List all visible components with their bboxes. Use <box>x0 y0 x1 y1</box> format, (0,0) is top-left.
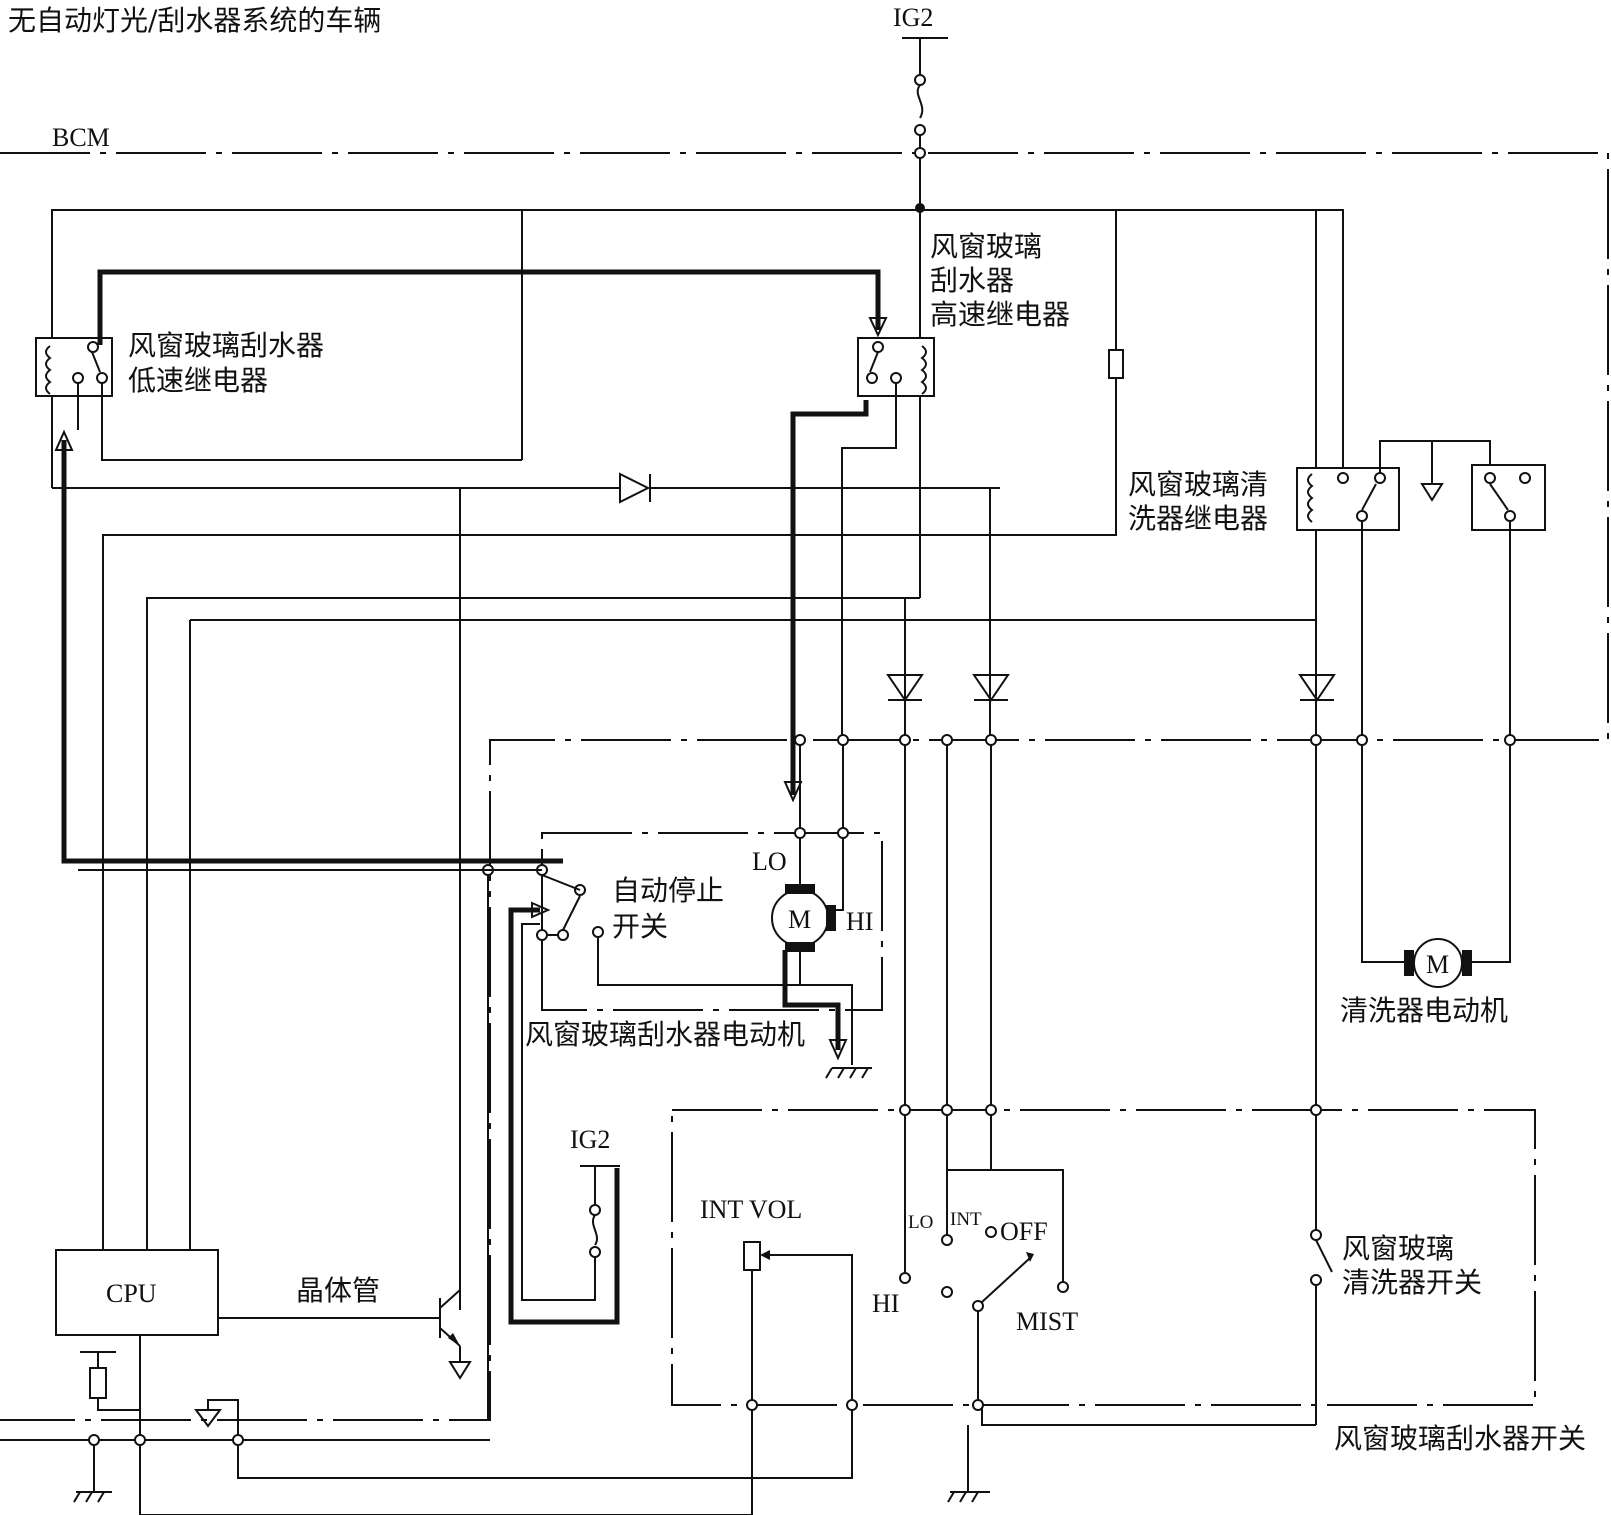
ig2-bottom-label: IG2 <box>570 1125 610 1154</box>
bcm-label: BCM <box>52 123 110 152</box>
diagram-title: 无自动灯光/刮水器系统的车辆 <box>8 4 381 37</box>
auto-stop-label-1: 自动停止 <box>612 874 724 907</box>
washer-switch-label-2: 清洗器开关 <box>1342 1266 1482 1299</box>
ig2-bottom-supply <box>521 923 620 1301</box>
washer-relay <box>1296 440 1546 740</box>
switch-hi-label: HI <box>872 1289 899 1318</box>
switch-off-label: OFF <box>1000 1217 1048 1246</box>
resistor <box>1108 349 1124 379</box>
high-relay-label-2: 刮水器 <box>930 264 1014 297</box>
washer-motor-symbol: M <box>1426 950 1449 979</box>
ig2-top-label: IG2 <box>893 3 933 32</box>
bcm-boundary <box>0 152 1609 1421</box>
high-speed-relay <box>146 208 935 1250</box>
wiper-switch-boundary <box>671 1109 1536 1406</box>
switch-feed-diodes <box>189 598 1336 1250</box>
wiper-motor <box>597 827 872 1079</box>
ig2-top-supply <box>902 37 948 213</box>
washer-relay-label-1: 风窗玻璃清 <box>1128 468 1268 501</box>
switch-int-label: INT <box>950 1209 982 1230</box>
lo-current-path <box>54 269 888 1325</box>
wiper-switch-label: 风窗玻璃刮水器开关 <box>1334 1422 1586 1455</box>
motor-lo-label: LO <box>752 847 787 876</box>
motor-hi-label: HI <box>846 907 873 936</box>
switch-lo-label: LO <box>908 1212 933 1233</box>
auto-stop-label-2: 开关 <box>612 910 668 943</box>
cpu-ground-wiring <box>0 1335 853 1515</box>
washer-motor <box>1361 745 1511 988</box>
auto-stop-switch <box>78 864 604 1420</box>
switch-mist-label: MIST <box>1016 1307 1078 1336</box>
cpu-block <box>55 1249 472 1380</box>
low-relay-label-2: 低速继电器 <box>128 364 268 397</box>
wiper-motor-label: 风窗玻璃刮水器电动机 <box>525 1018 805 1051</box>
switch-harness <box>799 745 1317 1105</box>
transistor-label: 晶体管 <box>296 1274 380 1307</box>
low-speed-relay <box>35 337 522 461</box>
cpu-label: CPU <box>106 1279 157 1308</box>
wiper-motor-symbol: M <box>788 905 811 934</box>
low-relay-label-1: 风窗玻璃刮水器 <box>128 329 324 362</box>
washer-relay-label-2: 洗器继电器 <box>1128 502 1268 535</box>
wiper-switch-internals <box>743 1104 1333 1503</box>
high-relay-label-1: 风窗玻璃 <box>930 230 1042 263</box>
high-relay-label-3: 高速继电器 <box>930 298 1070 331</box>
bcm-diode <box>52 472 1000 1310</box>
washer-motor-label: 清洗器电动机 <box>1340 994 1508 1027</box>
int-vol-label: INT VOL <box>700 1195 802 1224</box>
washer-switch-label-1: 风窗玻璃 <box>1342 1232 1454 1265</box>
